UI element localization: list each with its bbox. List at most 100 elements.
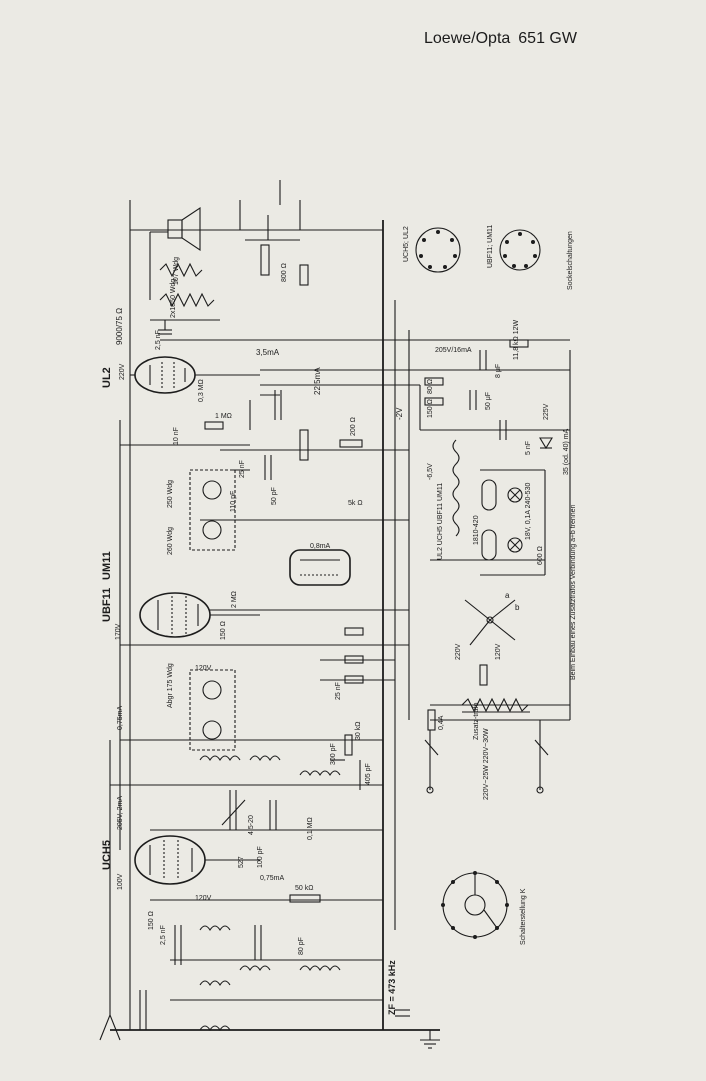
switch-a-label: a: [505, 591, 510, 600]
winding-175-label: Abgr 175 Wdg: [167, 663, 174, 708]
cap-405pf-label: 405 pF: [365, 763, 372, 785]
cap-10nf-label: 10 nF: [173, 427, 180, 445]
voltage-220-label: 220V: [119, 363, 126, 380]
filament-chain-label: UL2 UCH5 UBF11 UM11: [437, 483, 444, 560]
socket-uch5-ul2-label: UCH5; UL2: [403, 226, 410, 262]
resistor-50k-label: 50 kΩ: [295, 885, 313, 892]
resistor-2m-label: 2 MΩ: [231, 591, 238, 608]
tone-network: 800 Ω: [239, 180, 309, 286]
cap-80pf-label: 80 pF: [298, 937, 305, 955]
manufacturer-name: Loewe/Opta: [424, 30, 511, 47]
current-22-5-label: 22,5mA: [313, 367, 322, 395]
fuse-label: 0,4A: [438, 715, 445, 730]
resistor-1m-label: 1 MΩ: [215, 413, 232, 420]
current-0-75-label: 0,75mA: [117, 706, 124, 730]
resistor-9000-label: 9000/75 Ω: [115, 308, 124, 345]
cap-100pf-label: 100 pF: [257, 846, 264, 868]
winding-107-label: 107 Wdg: [173, 257, 180, 285]
cap-527-label: 527: [238, 856, 245, 868]
cap-25nf-b-label: 25 nF: [335, 682, 342, 700]
if-transformer-2: Abgr 175 Wdg 0,75mA: [117, 663, 236, 751]
if-transformer-1: 250 Wdg 260 Wdg 110 pF: [167, 469, 237, 555]
lamp-range-label: 1810-420: [473, 515, 480, 545]
ground-symbol: [395, 1009, 440, 1049]
voltage-225-label: 225V: [543, 403, 550, 420]
resistor-800-label: 800 Ω: [281, 263, 288, 282]
winding-260-label: 260 Wdg: [167, 527, 174, 555]
socket-uch5-ul2: UCH5; UL2: [403, 226, 461, 273]
cap-25nf-label: 25 nF: [239, 460, 246, 478]
wave-switch-diagram: Schalterstellung K: [441, 871, 527, 945]
socket-title-label: Sockelschaltungen: [567, 231, 574, 290]
rectifier-current-label: 35 (od. 40) mA: [563, 428, 570, 475]
current-3-5-label: 3,5mA: [256, 348, 280, 357]
cap-150-label: 150 Ω: [220, 621, 227, 640]
voltage-neg6-5-label: -6,5V: [427, 463, 434, 480]
voltage-170-label: 170V: [115, 623, 122, 640]
cap-2-5nf-label: 2,5 nF: [155, 330, 162, 350]
voltage-205b-label: 205V/16mA: [435, 347, 472, 354]
model-number: 651 GW: [518, 30, 577, 47]
voltage-100-label: 100V: [117, 873, 124, 890]
cap-300pf-label: 300 pF: [330, 743, 337, 765]
voltage-120-label: 120V: [195, 665, 212, 672]
voltage-120b-label: 120V: [195, 895, 212, 902]
tuning-section: 4,5-20 527 100 pF 0,1 MΩ: [221, 790, 314, 868]
current-0-8-label: 0,8mA: [310, 543, 331, 550]
supply-rails: [109, 200, 571, 1030]
tube-uch5: 100V 120V 0,75mA 205V, 2mA 150 Ω: [117, 796, 284, 930]
dial-lamp-label: 18V, 0,1A 240-530: [525, 483, 532, 540]
resistor-0-1m-label: 0,1 MΩ: [307, 817, 314, 840]
oscillator-coils: 300 pF 30 kΩ 405 pF: [199, 722, 372, 790]
switch-title-label: Schalterstellung K: [520, 888, 527, 945]
voltage-selector: a b 220V 120V Beim Einbau eines Zusatztr…: [455, 504, 577, 686]
horizontal-lines: [110, 229, 570, 1031]
tube-ul2-label: UL2: [101, 367, 113, 388]
control-network: 1 MΩ 200 Ω 0,3 MΩ 10 nF -2V 25 nF 50 pF …: [173, 379, 404, 507]
socket-ubf11-um11: UBF11; UM11: [487, 225, 541, 271]
resistor-150-label: 150 Ω: [427, 399, 434, 418]
winding-250-label: 250 Wdg: [167, 480, 174, 508]
voltage-neg2-label: -2V: [395, 407, 404, 420]
cap-5nf-label: 5 nF: [525, 441, 532, 455]
mains-info-label: 220V~25W 220V~30W: [483, 728, 490, 800]
resistor-ladder: 25 nF: [335, 627, 364, 700]
cap-2-5nf-b-label: 2,5 nF: [160, 925, 167, 945]
tube-ubf11: 170V 120V 2 MΩ 150 Ω: [115, 591, 260, 672]
mains-transformer: Zusatz-trafo 0,4A 220V~25W 220V~30W: [424, 697, 549, 800]
resistor-150b-label: 150 Ω: [148, 911, 155, 930]
page-header: Loewe/Opta 651 GW: [424, 30, 694, 66]
resistor-30k-label: 30 kΩ: [355, 722, 362, 740]
antenna-input: [99, 990, 147, 1041]
resistor-600-label: 600 Ω: [537, 546, 544, 565]
filament-chain: -6,5V UL2 UCH5 UBF11 UM11 1810-420 18V, …: [427, 439, 546, 576]
tube-um11-label: UM11: [101, 551, 113, 580]
resistor-200-label: 200 Ω: [350, 417, 357, 436]
zusatz-trafo-label: Zusatz-trafo: [473, 703, 480, 740]
tube-um11: 0,8mA: [289, 543, 351, 586]
trimmer-4-5-20-label: 4,5-20: [248, 815, 255, 835]
resistor-5k-label: 5k Ω: [348, 500, 363, 507]
cap-50uf-label: 50 μF: [485, 392, 492, 410]
resistor-80-label: 80 Ω: [427, 379, 434, 394]
transformer-note-label: Beim Einbau eines Zusatztrafos Verbindun…: [570, 504, 577, 680]
cap-50pf-label: 50 pF: [271, 487, 278, 505]
voltage-120c-label: 120V: [495, 643, 502, 660]
input-coils: 50 kΩ 2,5 nF 80 pF: [160, 885, 341, 1032]
tube-ubf11-label: UBF11: [101, 588, 113, 622]
resistor-0-3m-label: 0,3 MΩ: [198, 379, 205, 402]
winding-2x1850-label: 2x1850 Wdg: [170, 279, 177, 318]
socket-ubf11-um11-label: UBF11; UM11: [487, 225, 494, 268]
resistor-11-8k-label: 11,8 kΩ 12W: [513, 319, 520, 360]
if-frequency-label: ZF = 473 kHz: [387, 960, 397, 1015]
power-supply: 11,8 kΩ 12W 205V/16mA 80 Ω 150 Ω 8 μF 50…: [424, 319, 570, 475]
voltage-220b-label: 220V: [455, 643, 462, 660]
cap-8uf-label: 8 μF: [495, 364, 502, 378]
switch-b-label: b: [515, 603, 520, 612]
output-transformer: 107 Wdg 2x1850 Wdg 9000/75 Ω 2,5 nF: [115, 257, 220, 350]
current-0-75b-label: 0,75mA: [260, 875, 284, 882]
speaker: [149, 206, 201, 300]
cap-110pf-label: 110 pF: [230, 491, 237, 512]
voltage-205-label: 205V, 2mA: [117, 796, 124, 830]
